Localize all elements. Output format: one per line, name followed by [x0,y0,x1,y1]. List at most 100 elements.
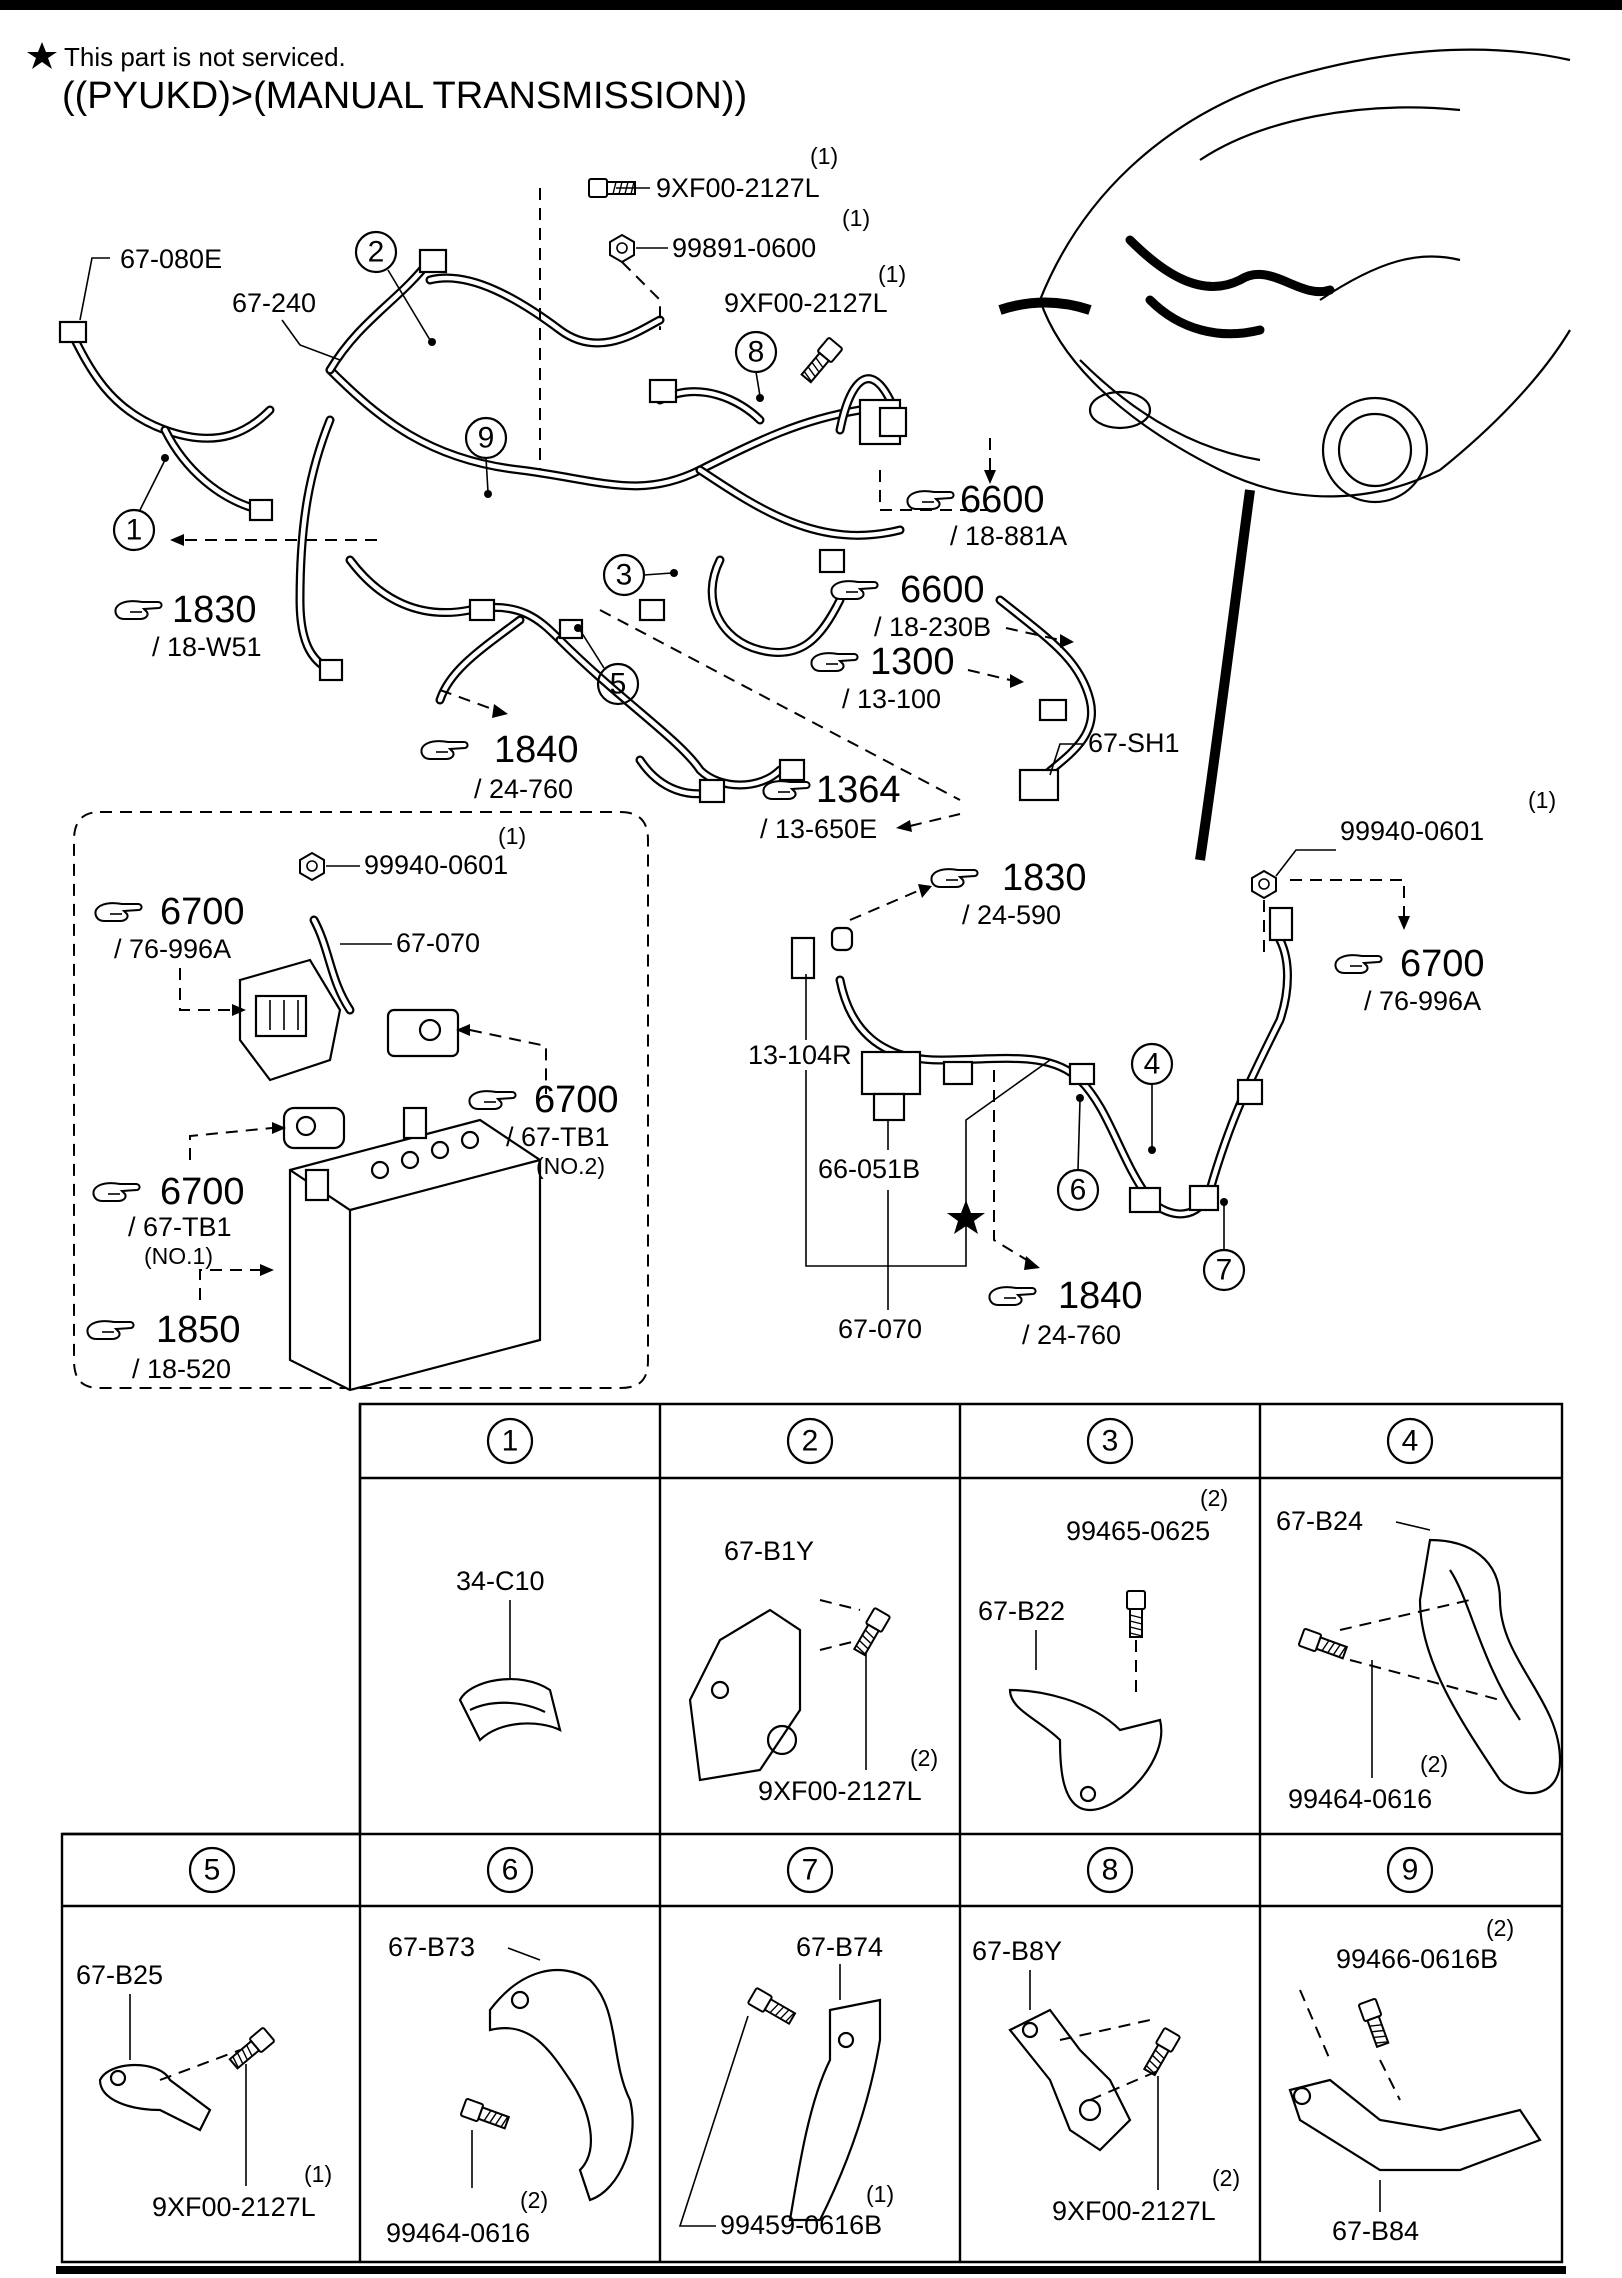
svg-text:1: 1 [126,514,143,547]
ref-number: 1364 [816,769,901,811]
bolt-top-qty: (1) [810,143,838,169]
part-qty: (2) [520,2187,548,2213]
pointing-hand-icon [988,1286,1037,1306]
svg-text:3: 3 [1102,1425,1119,1458]
part-qty: (1) [866,2181,894,2207]
svg-text:8: 8 [1102,1854,1119,1887]
part-66-051b-connector [860,1050,922,1122]
part-qty: (2) [1212,2165,1240,2191]
part-label: 9XF00-2127L [758,1776,922,1806]
bolt-top-label: 9XF00-2127L [656,173,820,203]
bracket-table [60,1402,1564,2264]
callout-7: 7 [1202,1198,1246,1292]
nut-top-qty: (1) [842,205,870,231]
ref-sub: / 67-TB1 [128,1212,232,1242]
bolt-mid-qty: (1) [878,261,906,287]
bolt-icon [459,2097,511,2133]
svg-text:5: 5 [204,1854,221,1887]
ref-1300-13-100: 1300 / 13-100 [810,641,1024,714]
part-label: 67-B24 [1276,1506,1363,1536]
bolt-icon [226,2026,276,2072]
part-label: 99466-0616B [1336,1944,1498,1974]
cable-070-label: 67-070 [396,928,480,958]
cable-67-070-terminal [309,915,355,1015]
callout-3: 3 [602,553,678,597]
ref-sub: / 13-650E [760,814,877,844]
part-label: 67-B1Y [724,1536,814,1566]
vehicle-sketch [998,48,1571,861]
svg-text:6: 6 [1070,1174,1087,1207]
bolt-9xf00-mid-icon [798,336,844,386]
ref-sub: / 24-590 [962,900,1061,930]
nut-99940-battery-icon [299,852,325,881]
callout-6: 6 [1056,1094,1100,1212]
pointing-hand-icon [94,902,143,922]
ref-6600-18-230b: 6600 / 18-230B [830,569,1074,648]
ref-number: 6700 [534,1079,619,1121]
svg-text:9: 9 [478,422,495,455]
part-label: 67-B73 [388,1932,475,1962]
ref-1850-18-520: 1850 / 18-520 [86,1264,274,1384]
harness-67-240-label: 67-240 [232,288,316,318]
part-label: 67-B84 [1332,2216,1419,2246]
svg-text:4: 4 [1402,1425,1419,1458]
ref-sub: / 76-996A [1364,986,1481,1016]
callout-9: 9 [464,416,508,498]
ref-number: 1830 [172,589,257,631]
callout-1: 1 [112,454,169,552]
pointing-hand-icon [86,1320,135,1340]
svg-text:8: 8 [748,336,765,369]
ref-6700-76-996a: 6700 / 76-996A [94,891,246,1016]
svg-text:3: 3 [616,559,633,592]
ref-sub: / 18-W51 [152,632,262,662]
not-serviced-note: This part is not serviced. [27,42,346,72]
ref-extra: (NO.2) [536,1153,605,1179]
bolt-icon [1140,2026,1182,2078]
part-qty: (2) [910,1745,938,1771]
callout-4: 4 [1130,1042,1174,1154]
harness-67-080e-label: 67-080E [120,244,222,274]
svg-text:7: 7 [1216,1254,1233,1287]
part-label: 9XF00-2127L [1052,2196,1216,2226]
part-66-051b-label: 66-051B [818,1154,920,1184]
nut-99891-icon [609,234,635,263]
table-cell-1: 1 34-C10 [456,1417,562,1742]
part-label: 99464-0616 [386,2218,530,2248]
table-cell-7: 7 67-B74 99459-0616B (1) [678,1846,894,2240]
table-cell-5: 5 67-B25 9XF00-2127L (1) [76,1846,332,2222]
bolt-mid-label: 9XF00-2127L [724,288,888,318]
ref-number: 1840 [1058,1275,1143,1317]
part-label: 67-B74 [796,1932,883,1962]
note-text: This part is not serviced. [64,42,346,72]
table-cell-6: 6 67-B73 99464-0616 (2) [386,1846,634,2248]
bolt-icon [850,1606,892,1658]
part-qty: (2) [1420,1751,1448,1777]
part-label: 9XF00-2127L [152,2192,316,2222]
ref-number: 6700 [160,1171,245,1213]
ref-number: 6700 [1400,943,1485,985]
battery [288,1106,542,1392]
table-cell-3: 3 99465-0625 (2) 67-B22 [978,1417,1228,1812]
table-cell-2: 2 67-B1Y 9XF00-2127L (2) [688,1417,938,1806]
part-label: 67-B8Y [972,1936,1062,1966]
pointing-hand-icon [92,1182,141,1202]
ref-extra: (NO.1) [144,1243,213,1269]
ref-number: 1850 [156,1309,241,1351]
star-icon [27,42,57,69]
nut-right-qty: (1) [1528,787,1556,813]
callout-5: 5 [574,624,640,706]
pointing-hand-icon [1334,954,1383,974]
bolt-icon [1126,1590,1146,1638]
terminal-clamp-no1 [282,1106,346,1150]
pointing-hand-icon [930,868,979,888]
ref-number: 6700 [160,891,245,933]
pointing-hand-icon [420,740,469,760]
part-qty: (2) [1486,1915,1514,1941]
ref-1830-18-w51: 1830 / 18-W51 [114,534,380,662]
table-cell-9: 9 99466-0616B (2) 67-B84 [1288,1846,1542,2246]
bolt-icon [746,1986,798,2028]
cable-070-b-label: 67-070 [838,1314,922,1344]
ref-number: 1830 [1002,857,1087,899]
ref-sub: / 18-230B [874,612,991,642]
